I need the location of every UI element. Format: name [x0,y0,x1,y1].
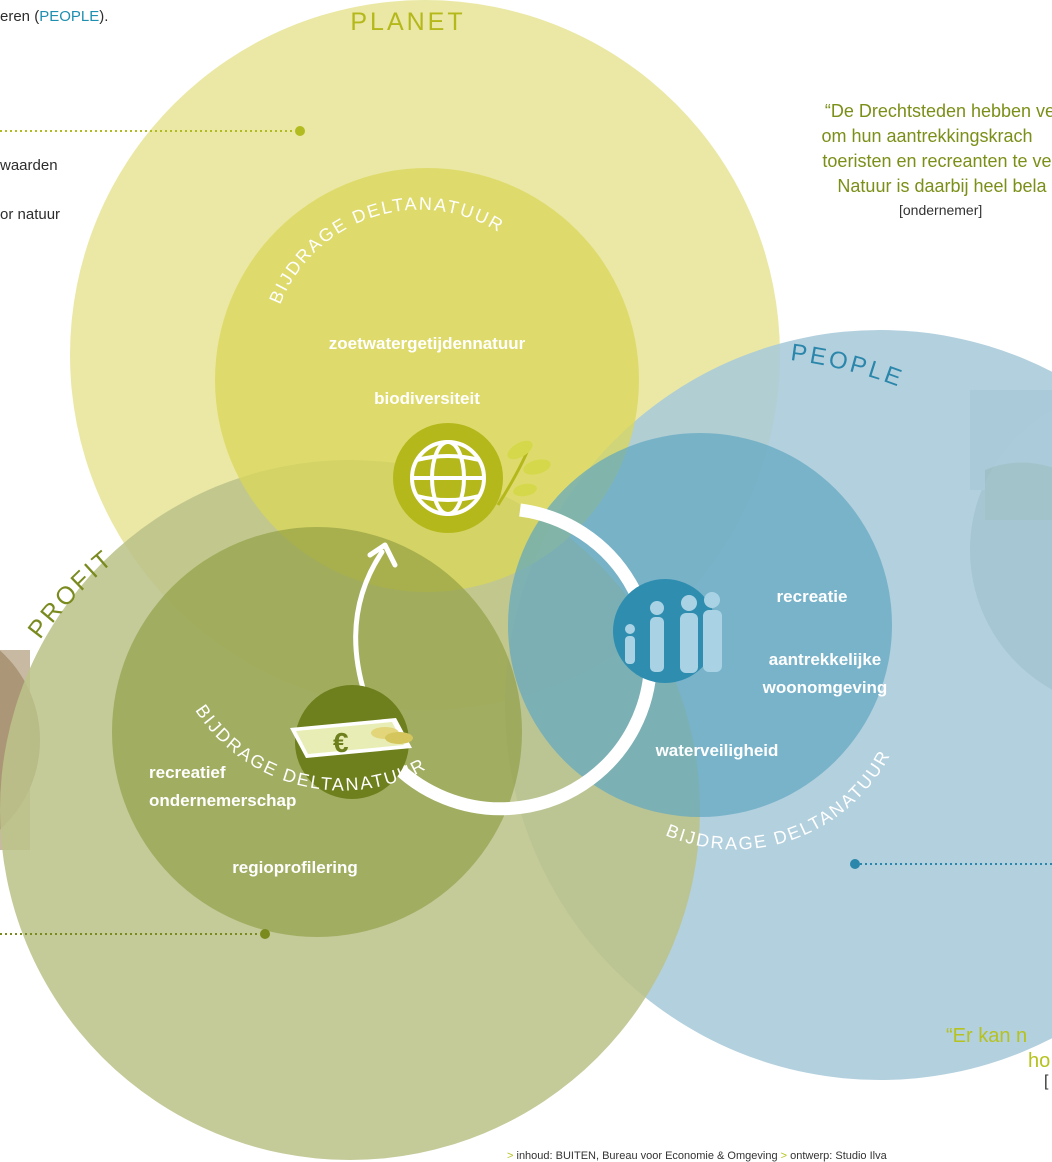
intro-people-word: PEOPLE [39,8,100,25]
planet-item-biodiversity: biodiversiteit [374,389,480,408]
quote-top-line-2: om hun aantrekkingskrach [821,126,1033,146]
profit-item-recreational-2: ondernemerschap [149,791,296,810]
quote-top-line-4: Natuur is daarbij heel bela [837,176,1047,196]
planet-item-freshwater-tidal: zoetwatergetijdennatuur [329,334,526,353]
dotted-leader-planet [0,126,305,136]
intro-fragment: eren (PEOPLE). [0,8,108,25]
intro-text: eren ( [0,8,40,25]
quote-bottom-line-1: “Er kan n [946,1025,1028,1047]
credits-content: inhoud: BUITEN, Bureau voor Economie & O… [513,1150,781,1162]
quote-top-line-3: toeristen en recreanten te ve [822,151,1052,171]
dotted-leader-people [850,859,1052,869]
left-fragment-2: or natuur [0,206,61,223]
globe-icon [393,423,503,533]
quote-bottom-line-2: ho [1028,1050,1051,1072]
intro-end: ). [99,8,109,25]
euro-banknote-icon: € [290,685,413,799]
people-item-recreation: recreatie [777,587,848,606]
profit-item-region-profiling: regioprofilering [232,858,358,877]
people-item-water-safety: waterveiligheid [655,741,779,760]
dotted-leader-profit [0,929,270,939]
quote-bottom-line-3: [ [1044,1073,1049,1090]
credits-footer: > inhoud: BUITEN, Bureau voor Economie &… [507,1150,887,1162]
svg-text:€: € [333,727,349,758]
quote-top-attribution: [ondernemer] [899,202,983,218]
leaf-sprout-icon [496,440,551,506]
quote-top: “De Drechtsteden hebben veel om hun aant… [722,99,1052,199]
planet-title: PLANET [350,8,465,36]
people-item-attractive-2: woonomgeving [762,678,888,697]
quote-top-line-1: “De Drechtsteden hebben veel [824,101,1052,121]
credits-arrow-1: > [507,1150,514,1162]
left-fragment-1: waarden [0,157,58,174]
cycle-arrow-icon [385,503,658,816]
cycle-arrow-up-icon [353,542,398,698]
people-item-attractive-1: aantrekkelijke [769,650,881,669]
profit-item-recreational-1: recreatief [149,763,226,782]
credits-design: ontwerp: Studio Ilva [787,1150,887,1162]
credits-arrow-2: > [780,1150,788,1162]
family-silhouette-icon [613,579,722,683]
